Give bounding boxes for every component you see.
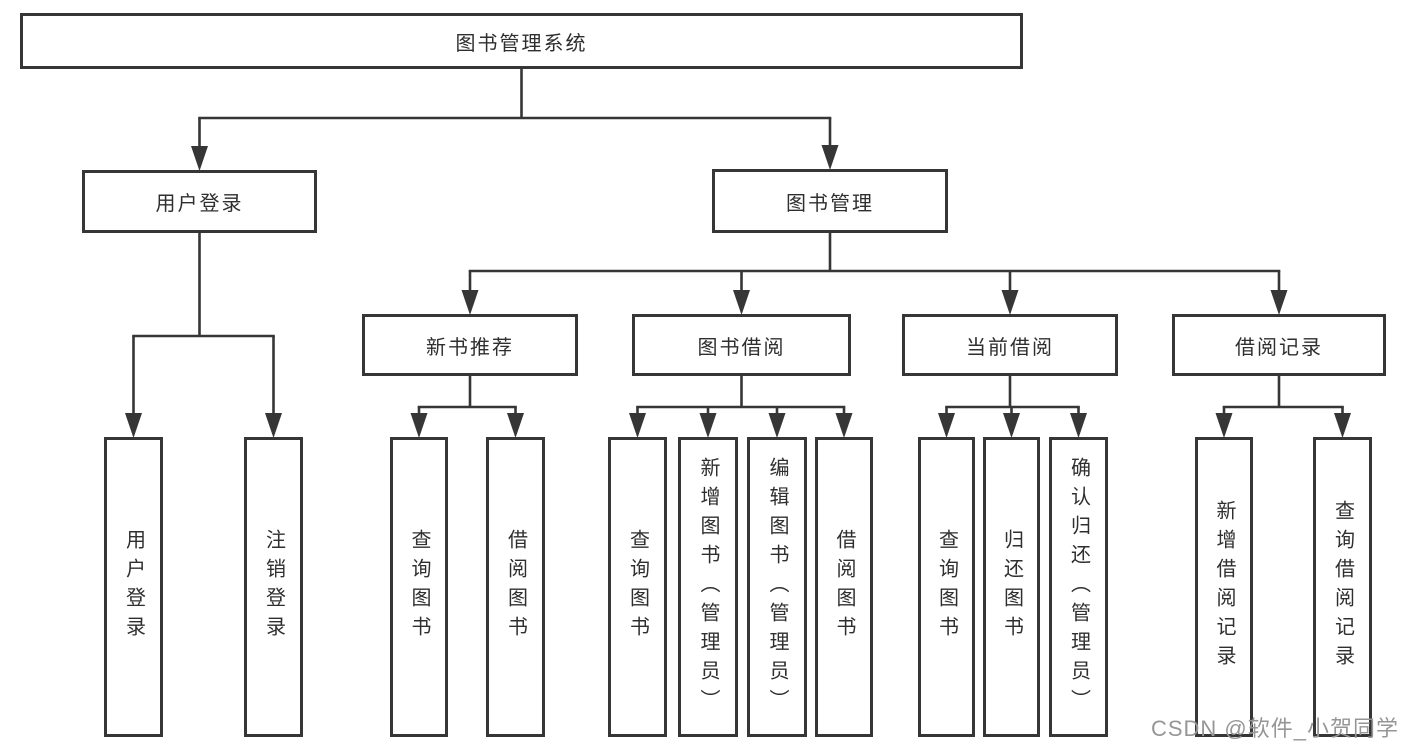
node-leaf-cb-query: 查询图书 (918, 437, 975, 737)
node-label: 借阅图书 (504, 529, 527, 645)
node-leaf-br-add: 新增借阅记录 (1195, 437, 1253, 737)
arrowhead-icon (835, 413, 853, 438)
arrowhead-icon (938, 413, 955, 438)
node-leaf-nb-query: 查询图书 (390, 437, 448, 737)
node-label: 图书管理 (786, 192, 874, 215)
node-borrow-records: 借阅记录 (1172, 314, 1386, 376)
node-label: 查询图书 (626, 529, 649, 645)
node-leaf-nb-borrow: 借阅图书 (486, 437, 545, 737)
node-label: 当前借阅 (966, 336, 1054, 359)
arrowhead-icon (1070, 413, 1087, 438)
node-leaf-cb-confirm: 确认归还（管理员） (1049, 437, 1108, 737)
node-leaf-cb-return: 归还图书 (983, 437, 1040, 737)
arrowhead-icon (410, 413, 428, 438)
arrowhead-icon (265, 413, 282, 438)
arrowhead-icon (821, 145, 839, 170)
arrowhead-icon (733, 290, 750, 315)
node-label: 新书推荐 (426, 336, 514, 359)
node-leaf-bb-borrow: 借阅图书 (815, 437, 873, 737)
node-label: 编辑图书（管理员） (766, 456, 788, 718)
node-label: 用户登录 (122, 529, 145, 645)
arrowhead-icon (507, 413, 524, 438)
node-label: 注销登录 (262, 529, 285, 645)
node-label: 查询图书 (935, 529, 958, 645)
node-leaf-logout: 注销登录 (244, 437, 303, 737)
arrowhead-icon (768, 413, 786, 438)
node-label: 借阅记录 (1235, 336, 1323, 359)
arrowhead-icon (191, 146, 208, 171)
csdn-watermark: CSDN @软件_小贺同学 (1150, 716, 1399, 741)
arrowhead-icon (1215, 413, 1233, 438)
node-leaf-user-login: 用户登录 (104, 437, 163, 737)
node-label: 用户登录 (155, 193, 244, 215)
node-label: 新增图书（管理员） (697, 456, 719, 718)
arrowhead-icon (461, 290, 479, 315)
node-label: 确认归还（管理员） (1067, 456, 1090, 718)
node-label: 查询图书 (408, 529, 430, 645)
node-leaf-bb-add: 新增图书（管理员） (678, 437, 738, 737)
arrowhead-icon (1001, 290, 1019, 315)
arrowhead-icon (1003, 413, 1020, 438)
arrowhead-icon (629, 413, 646, 438)
node-label: 借阅图书 (833, 529, 855, 645)
node-label: 查询借阅记录 (1331, 500, 1354, 674)
node-user-login: 用户登录 (82, 170, 317, 233)
node-label: 图书借阅 (697, 336, 786, 359)
node-leaf-br-query: 查询借阅记录 (1313, 437, 1372, 737)
node-leaf-bb-query: 查询图书 (608, 437, 667, 737)
node-book-mgmt: 图书管理 (712, 169, 948, 233)
node-label: 图书管理系统 (455, 32, 588, 55)
node-leaf-bb-edit: 编辑图书（管理员） (747, 437, 807, 737)
node-current-borrow: 当前借阅 (902, 314, 1118, 376)
arrowhead-icon (125, 413, 142, 438)
node-book-borrow: 图书借阅 (632, 314, 851, 376)
arrowhead-icon (1270, 290, 1288, 315)
arrowhead-icon (699, 413, 717, 438)
node-root: 图书管理系统 (20, 13, 1023, 69)
arrowhead-icon (1334, 413, 1351, 438)
node-new-book-rec: 新书推荐 (362, 314, 578, 376)
node-label: 归还图书 (1000, 529, 1023, 645)
node-label: 新增借阅记录 (1213, 500, 1235, 674)
